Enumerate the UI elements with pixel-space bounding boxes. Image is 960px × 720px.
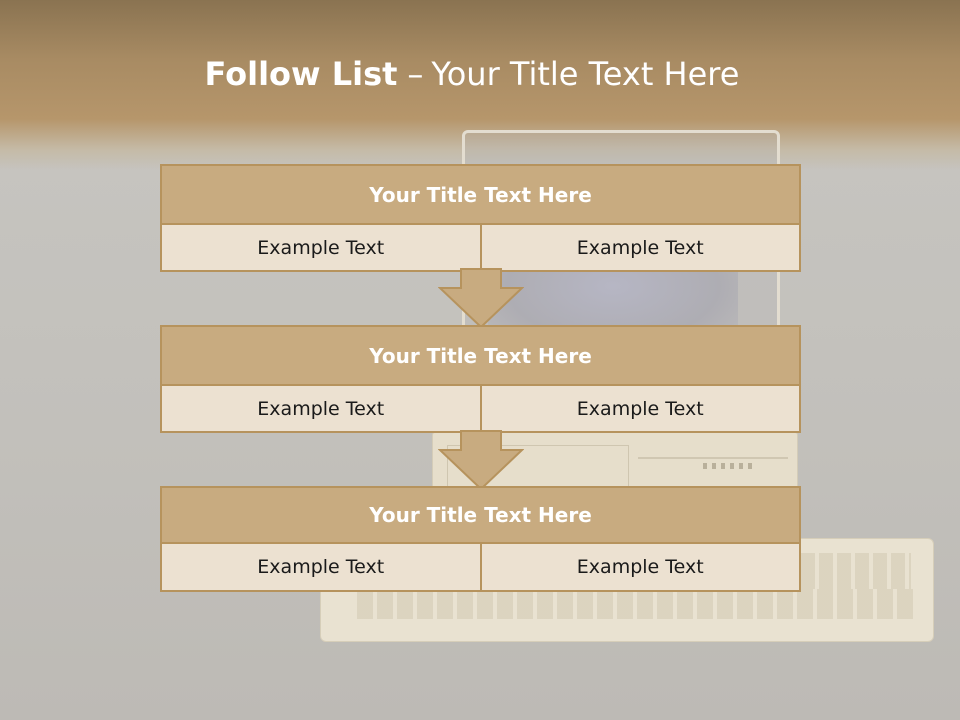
slide-title: Follow List–Your Title Text Here xyxy=(0,55,944,93)
list-block-cell-right: Example Text xyxy=(479,386,799,431)
keyboard-keys xyxy=(357,589,917,619)
list-block-row: Example Text Example Text xyxy=(162,225,799,270)
list-block-row: Example Text Example Text xyxy=(162,544,799,590)
list-block-title: Your Title Text Here xyxy=(162,488,799,544)
list-block-row: Example Text Example Text xyxy=(162,386,799,431)
list-block-cell-left: Example Text xyxy=(162,544,480,590)
list-block-title: Your Title Text Here xyxy=(162,166,799,225)
header-band xyxy=(0,0,960,170)
down-arrow-icon xyxy=(438,430,524,490)
down-arrow-icon xyxy=(438,268,524,328)
list-block-cell-left: Example Text xyxy=(162,386,480,431)
list-block-cell-right: Example Text xyxy=(479,225,799,270)
case-strip xyxy=(638,457,788,459)
list-block-title: Your Title Text Here xyxy=(162,327,799,386)
list-block-1: Your Title Text Here Example Text Exampl… xyxy=(160,164,801,272)
slide-title-separator: – xyxy=(407,55,424,93)
list-block-cell-right: Example Text xyxy=(479,544,799,590)
slide-title-bold: Follow List xyxy=(204,55,398,93)
list-block-3: Your Title Text Here Example Text Exampl… xyxy=(160,486,801,592)
case-vents xyxy=(703,463,753,469)
slide-title-rest: Your Title Text Here xyxy=(431,55,740,93)
list-block-2: Your Title Text Here Example Text Exampl… xyxy=(160,325,801,433)
list-block-cell-left: Example Text xyxy=(162,225,480,270)
keyboard-numpad xyxy=(801,553,911,589)
